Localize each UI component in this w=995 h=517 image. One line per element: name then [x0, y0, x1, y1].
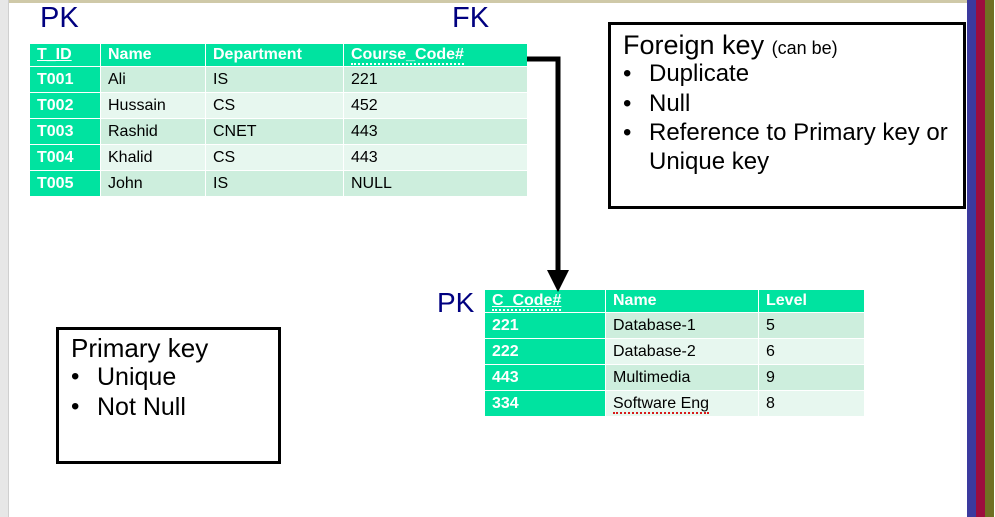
left-gutter [0, 0, 9, 517]
callout-bullet-list: • Unique • Not Null [59, 362, 278, 422]
list-item: • Unique [71, 362, 278, 392]
bullet-icon: • [71, 393, 80, 421]
column-header-c-code: C_Code# [484, 289, 606, 313]
column-header-name: Name [100, 43, 206, 67]
edge-bar-red [976, 0, 985, 517]
list-item: • Duplicate [623, 59, 963, 88]
cell-name: Software Eng [605, 390, 759, 417]
cell-name: Multimedia [605, 364, 759, 391]
cell-course-code: NULL [343, 170, 528, 197]
cell-name: Database-1 [605, 312, 759, 339]
table-row: T001 Ali IS 221 [29, 66, 528, 93]
cell-department: CS [205, 144, 344, 171]
cell-level: 6 [758, 338, 865, 365]
table-row: 334 Software Eng 8 [484, 390, 865, 417]
table-header-row: C_Code# Name Level [484, 289, 865, 313]
edge-bar-olive [985, 0, 994, 517]
bullet-icon: • [71, 363, 80, 391]
cell-c-code: 221 [484, 312, 606, 339]
foreign-key-callout: Foreign key (can be) • Duplicate • Null … [608, 22, 966, 209]
callout-title: Foreign key (can be) [611, 25, 963, 59]
cell-level: 5 [758, 312, 865, 339]
cell-t-id: T002 [29, 92, 101, 119]
cell-t-id: T005 [29, 170, 101, 197]
fk-to-pk-arrow-icon [527, 56, 569, 292]
cell-course-code: 221 [343, 66, 528, 93]
list-item: • Null [623, 89, 963, 118]
cell-course-code: 443 [343, 144, 528, 171]
list-item-label: Reference to Primary key or Unique key [649, 118, 948, 176]
cell-c-code: 334 [484, 390, 606, 417]
table-row: T004 Khalid CS 443 [29, 144, 528, 171]
fk-label-teachers: FK [452, 2, 490, 34]
table-row: 443 Multimedia 9 [484, 364, 865, 391]
cell-t-id: T004 [29, 144, 101, 171]
callout-title: Primary key [71, 333, 209, 363]
table-row: 221 Database-1 5 [484, 312, 865, 339]
cell-department: CNET [205, 118, 344, 145]
list-item-label: Unique [97, 363, 177, 392]
top-rule-divider [9, 0, 967, 3]
bullet-icon: • [623, 60, 632, 88]
callout-bullet-list: • Duplicate • Null • Reference to Primar… [611, 59, 963, 176]
cell-name: Database-2 [605, 338, 759, 365]
list-item-label: Not Null [97, 393, 186, 422]
table-row: T002 Hussain CS 452 [29, 92, 528, 119]
bullet-icon: • [623, 89, 632, 117]
cell-t-id: T003 [29, 118, 101, 145]
cell-name: Ali [100, 66, 206, 93]
column-header-level: Level [758, 289, 865, 313]
list-item: • Reference to Primary key or Unique key [623, 118, 963, 177]
courses-table: C_Code# Name Level 221 Database-1 5 222 … [484, 289, 865, 417]
cell-t-id: T001 [29, 66, 101, 93]
column-header-t-id: T_ID [29, 43, 101, 67]
cell-level: 9 [758, 364, 865, 391]
primary-key-callout: Primary key • Unique • Not Null [56, 327, 281, 464]
table-row: T005 John IS NULL [29, 170, 528, 197]
cell-department: IS [205, 170, 344, 197]
column-header-name: Name [605, 289, 759, 313]
cell-level: 8 [758, 390, 865, 417]
table-row: T003 Rashid CNET 443 [29, 118, 528, 145]
pk-label-courses: PK [437, 287, 475, 318]
cell-c-code: 222 [484, 338, 606, 365]
cell-name: Hussain [100, 92, 206, 119]
callout-title-main: Foreign key [623, 30, 765, 60]
cell-course-code: 443 [343, 118, 528, 145]
cell-name: John [100, 170, 206, 197]
table-header-row: T_ID Name Department Course_Code# [29, 43, 528, 67]
table-row: 222 Database-2 6 [484, 338, 865, 365]
list-item-label: Duplicate [649, 60, 750, 88]
teachers-table: T_ID Name Department Course_Code# T001 A… [29, 43, 528, 197]
cell-name: Khalid [100, 144, 206, 171]
cell-department: IS [205, 66, 344, 93]
list-item: • Not Null [71, 392, 278, 422]
callout-title-suffix: (can be) [771, 38, 838, 58]
cell-course-code: 452 [343, 92, 528, 119]
bullet-icon: • [623, 118, 632, 146]
pk-label-teachers: PK [40, 2, 79, 34]
cell-department: CS [205, 92, 344, 119]
edge-bar-blue [967, 0, 976, 517]
cell-c-code: 443 [484, 364, 606, 391]
column-header-course-code: Course_Code# [343, 43, 528, 67]
column-header-department: Department [205, 43, 344, 67]
cell-name: Rashid [100, 118, 206, 145]
list-item-label: Null [649, 89, 691, 117]
